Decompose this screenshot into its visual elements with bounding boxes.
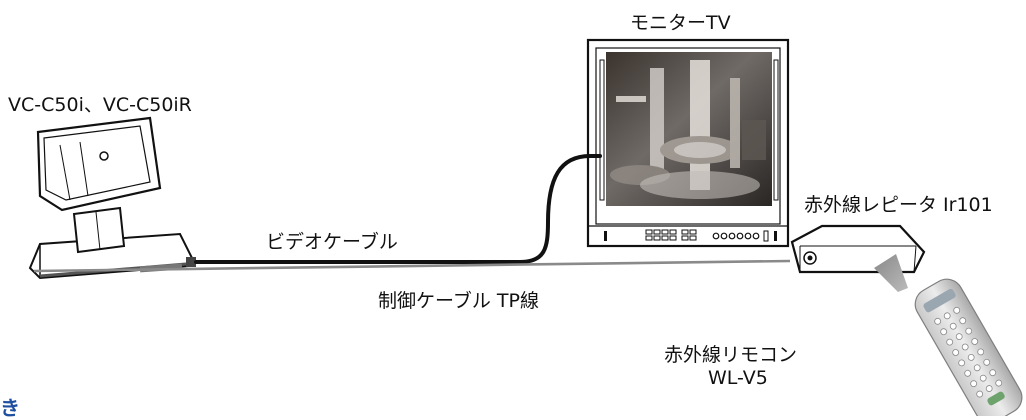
remote-label-line1: 赤外線リモコン	[664, 344, 798, 366]
ir-beam-icon	[874, 254, 908, 292]
ir-repeater-label: 赤外線レピータ Ir101	[804, 194, 993, 216]
remote-control-icon	[914, 278, 1023, 416]
video-cable-label: ビデオケーブル	[266, 231, 398, 253]
camera-icon	[28, 116, 196, 280]
monitor-label: モニターTV	[630, 12, 731, 34]
cut-off-heading: き	[0, 396, 20, 420]
camera-label: VC-C50i、VC-C50iR	[8, 94, 192, 116]
control-cable	[33, 259, 791, 273]
video-cable	[194, 154, 602, 264]
control-cable-label: 制御ケーブル TP線	[378, 290, 539, 312]
remote-label-line2: WL-V5	[708, 367, 768, 389]
monitor-icon	[586, 38, 790, 248]
ir-repeater-icon	[790, 224, 926, 274]
